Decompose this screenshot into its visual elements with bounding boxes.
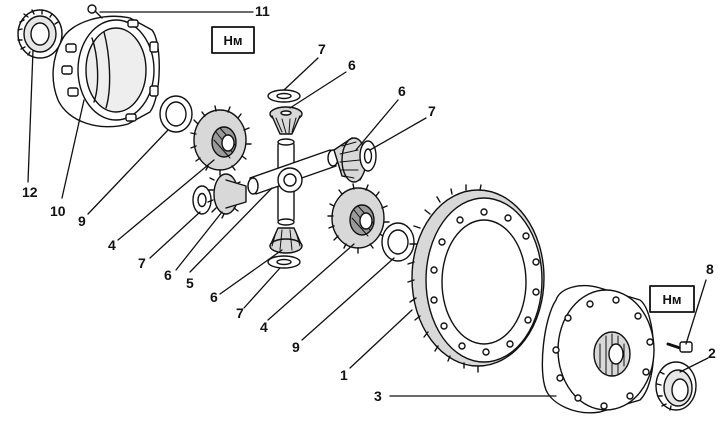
callout-7-right: 7 [428,103,436,119]
pinion-gear-6-bottom [269,227,303,254]
bearing-12 [17,9,63,59]
callout-6-top: 6 [348,57,356,73]
pinion-gear-6-top [269,106,303,135]
cross-spider-5 [247,138,339,226]
callout-8: 8 [706,261,714,277]
callout-10: 10 [50,203,66,219]
callout-4-left: 4 [108,237,116,253]
leader-lines [27,11,709,397]
thrust-washer-9-left [159,95,193,133]
callout-9-left: 9 [78,213,86,229]
callout-1: 1 [340,367,348,383]
thrust-washer-7-bottom [267,255,301,269]
differential-case-10 [52,15,160,128]
side-gear-4-left [190,105,252,176]
thrust-washer-9-right [381,222,415,262]
ring-gear-1 [407,184,545,373]
bearing-2 [655,361,697,411]
callout-2: 2 [708,345,716,361]
differential-housing-3 [541,284,655,414]
callout-6-bottom: 6 [210,289,218,305]
callout-11: 11 [255,3,270,19]
side-gear-4-right [327,183,390,254]
callout-7-left: 7 [138,255,146,271]
callout-numbers: 12 10 11 9 4 7 6 5 6 7 4 9 1 3 7 6 6 7 8… [22,3,716,404]
callout-12: 12 [22,184,38,200]
callout-7-bottom: 7 [236,305,244,321]
callout-6-right: 6 [398,83,406,99]
thrust-washer-7-left [192,185,212,215]
callout-6-left: 6 [164,267,172,283]
callout-5: 5 [186,275,194,291]
torque-spec-box-right: Нм [649,285,695,313]
callout-9-right: 9 [292,339,300,355]
bolt-8 [666,341,693,353]
pinion-gear-6-left [207,173,247,219]
callout-3: 3 [374,388,382,404]
thrust-washer-7-right [359,140,377,172]
torque-label-right: Нм [662,292,681,307]
torque-label-top: Нм [223,33,242,48]
bolt-11 [87,4,103,19]
callout-4-right: 4 [260,319,268,335]
torque-spec-box-top: Нм [211,26,255,54]
callout-7-top: 7 [318,41,326,57]
thrust-washer-7-top [267,89,301,103]
